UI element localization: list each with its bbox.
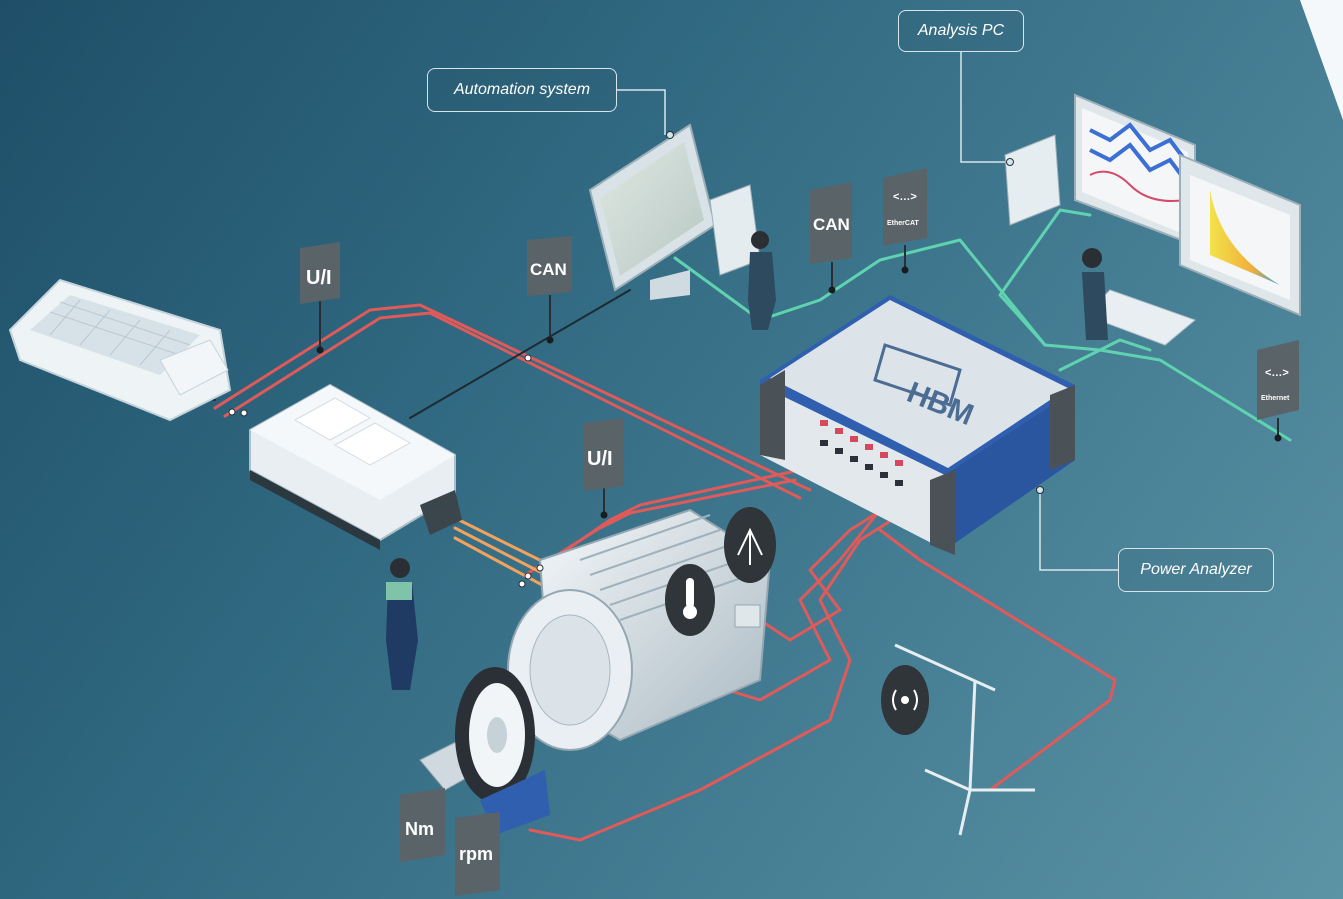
ethernet-arrows-icon: <…> (1265, 367, 1289, 379)
callout-leaders (617, 52, 1118, 571)
tag-torque: Nm (400, 788, 445, 862)
thermometer-icon (665, 564, 715, 636)
torque-flange-icon (419, 667, 550, 835)
analyst-body (1082, 272, 1108, 340)
automation-system-icon (588, 123, 776, 330)
operator-body (748, 252, 776, 330)
corner-band (1300, 0, 1343, 120)
tag-torque-label: Nm (405, 819, 434, 839)
operator-head (751, 231, 769, 249)
inverter-icon (249, 383, 462, 550)
tag-ethercat-label: EtherCAT (887, 220, 919, 227)
sound-wave-icon (881, 665, 929, 735)
tag-ethernet-label: Ethernet (1261, 395, 1290, 402)
battery-icon (8, 278, 232, 422)
callout-analysis-pc-label: Analysis PC (917, 22, 1005, 39)
tag-ui-battery: U/I (300, 242, 340, 354)
tag-ui-motor-label: U/I (587, 448, 613, 470)
tag-can-automation: CAN (810, 182, 852, 294)
microphone-icon (894, 643, 1035, 836)
electric-motor-icon (507, 508, 772, 751)
signal-tags: U/I CAN U/I CAN <…> EtherC (300, 168, 1299, 896)
vibration-sensor-icon (724, 507, 776, 628)
technician-figure (386, 558, 418, 690)
callout-power-analyzer-label: Power Analyzer (1140, 561, 1252, 578)
tag-speed-label: rpm (459, 844, 493, 864)
callout-power-analyzer: Power Analyzer (1118, 548, 1274, 592)
cable-junctions (228, 131, 1044, 588)
analysis-pc-icon (1004, 93, 1301, 346)
callout-automation-system: Automation system (427, 68, 617, 112)
ethercat-arrows-icon: <…> (893, 191, 917, 203)
tag-ui-battery-label: U/I (306, 267, 332, 289)
callout-analysis-pc: Analysis PC (898, 10, 1024, 52)
tag-ethercat: <…> EtherCAT (883, 168, 927, 274)
tag-can-inverter-label: CAN (530, 260, 567, 279)
tag-ethernet: <…> Ethernet (1257, 340, 1299, 442)
analyst-head (1082, 248, 1102, 268)
tag-can-automation-label: CAN (813, 215, 850, 234)
tag-speed: rpm (455, 812, 500, 896)
tag-ui-motor: U/I (583, 418, 624, 519)
power-analyzer-icon: HBM (760, 295, 1075, 555)
tag-can-inverter: CAN (527, 236, 572, 344)
data-cables (673, 208, 1292, 442)
callout-automation-system-label: Automation system (453, 81, 591, 98)
